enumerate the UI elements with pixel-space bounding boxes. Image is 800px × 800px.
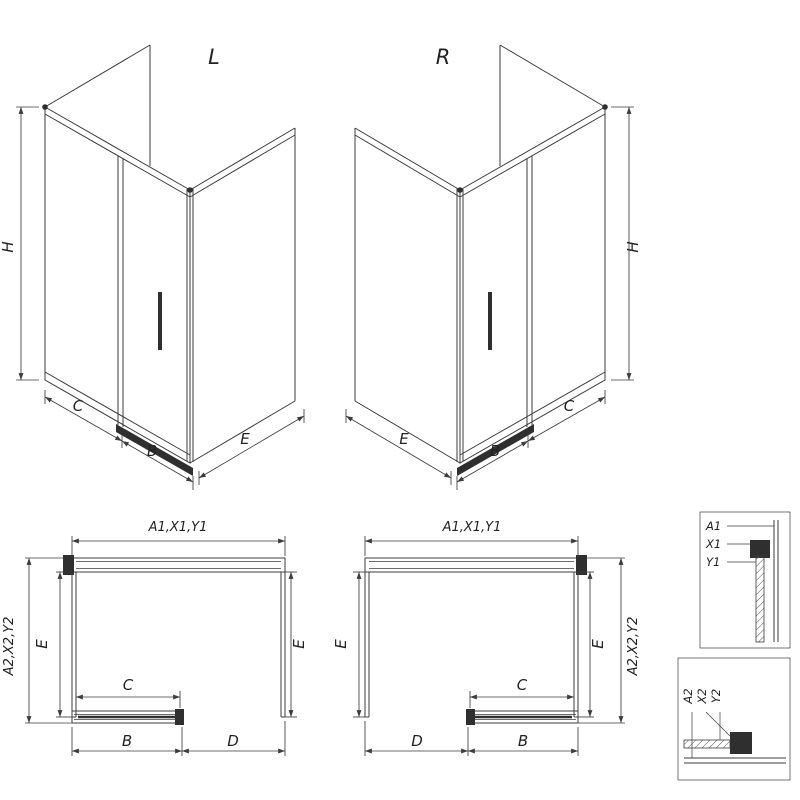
wall-profile-block [576, 555, 587, 575]
dim-label-e: E [290, 639, 308, 649]
dim-label-height: H [624, 241, 642, 252]
dim-label-a2x2y2: A2,X2,Y2 [626, 617, 641, 677]
dimension-height-right: H [611, 106, 642, 381]
dim-label-a1x1y1: A1,X1,Y1 [442, 520, 502, 535]
door-end-block [175, 709, 184, 725]
dim-label-c: C [123, 676, 134, 694]
glass-section [683, 739, 731, 749]
dim-label-c: C [564, 397, 575, 415]
detail-floor-profile: A2 X2 Y2 [677, 657, 791, 781]
dim-label-e: E [240, 430, 250, 448]
dim-label-d: D [227, 732, 239, 750]
dim-label-a1x1y1: A1,X1,Y1 [148, 520, 208, 535]
dim-label-b: B [147, 442, 157, 460]
dimension-cb-right: B C [456, 390, 606, 490]
plan-right-dim-db: D B [364, 721, 579, 756]
dim-label-b: B [490, 442, 500, 460]
dim-label-height: H [0, 241, 17, 252]
plan-right-back-wall [364, 555, 587, 575]
detail-label-y2: Y2 [709, 689, 723, 703]
iso-left-side-panel [189, 127, 296, 464]
plan-left-dim-e-right: E [285, 571, 308, 718]
corner-node [187, 187, 193, 193]
iso-left-rear-panel [44, 44, 151, 166]
iso-right-side-panel [354, 127, 461, 464]
plan-left-dim-width: A1,X1,Y1 [71, 520, 286, 556]
plan-left-dim-e-left: E [33, 571, 72, 718]
wall-profile-block [63, 555, 74, 575]
corner-node [457, 187, 463, 193]
plan-right-dim-c: C [469, 676, 575, 708]
iso-left-sliding-door [117, 156, 162, 427]
plan-view-left: A1,X1,Y1 A2,X2,Y2 E E C [2, 520, 308, 756]
plan-left-door [71, 709, 184, 725]
plan-right-side-walls [364, 572, 579, 718]
dim-label-b: B [122, 732, 132, 750]
detail-box-border [699, 511, 791, 649]
dimension-cb-left: C B [44, 390, 194, 490]
plan-right-dim-e-left: E [332, 571, 365, 718]
detail-label-a2: A2 [681, 688, 695, 704]
detail-label-a1: A1 [705, 519, 721, 533]
dimension-height-left: H [0, 106, 39, 381]
variant-label-left: L [208, 45, 220, 69]
dim-label-a2x2y2: A2,X2,Y2 [2, 617, 17, 677]
plan-view-right: A1,X1,Y1 A2,X2,Y2 E E C [332, 520, 641, 756]
iso-right-rear-panel [499, 44, 606, 166]
profile-block [730, 732, 752, 754]
detail-label-x2: X2 [695, 688, 709, 704]
iso-view-right: R H [345, 44, 642, 490]
door-end-block [466, 709, 475, 725]
plan-left-back-wall [63, 555, 286, 575]
plan-left-dim-depth-outer: A2,X2,Y2 [2, 557, 72, 724]
plan-right-dim-e-right: E [578, 571, 607, 718]
iso-right-sliding-door [488, 156, 533, 427]
dim-label-c: C [73, 397, 84, 415]
profile-block [750, 540, 770, 558]
dim-label-e: E [33, 639, 51, 649]
plan-right-door [466, 709, 579, 725]
dim-label-e: E [332, 639, 350, 649]
variant-label-right: R [436, 45, 451, 69]
plan-right-dim-depth-outer: A2,X2,Y2 [578, 557, 641, 724]
dim-label-e: E [589, 639, 607, 649]
dim-label-c: C [517, 676, 528, 694]
plan-right-dim-width: A1,X1,Y1 [364, 520, 579, 556]
wall-bracket-node [42, 104, 48, 110]
dim-label-b: B [518, 732, 528, 750]
detail-box-border [677, 657, 791, 781]
plan-left-dim-bd: B D [71, 721, 286, 756]
dim-label-e: E [399, 430, 409, 448]
detail-wall-profile: A1 X1 Y1 [699, 511, 791, 649]
dim-label-d: D [411, 732, 423, 750]
plan-left-dim-c: C [75, 676, 181, 708]
wall-bracket-node [602, 104, 608, 110]
detail-label-y1: Y1 [706, 555, 720, 569]
dimension-e-left: E [198, 409, 305, 485]
detail-label-x1: X1 [705, 537, 721, 551]
iso-view-left: L H [0, 44, 305, 490]
plan-left-side-walls [71, 572, 286, 718]
glass-section [755, 555, 765, 643]
dimension-e-right: E [345, 409, 452, 485]
